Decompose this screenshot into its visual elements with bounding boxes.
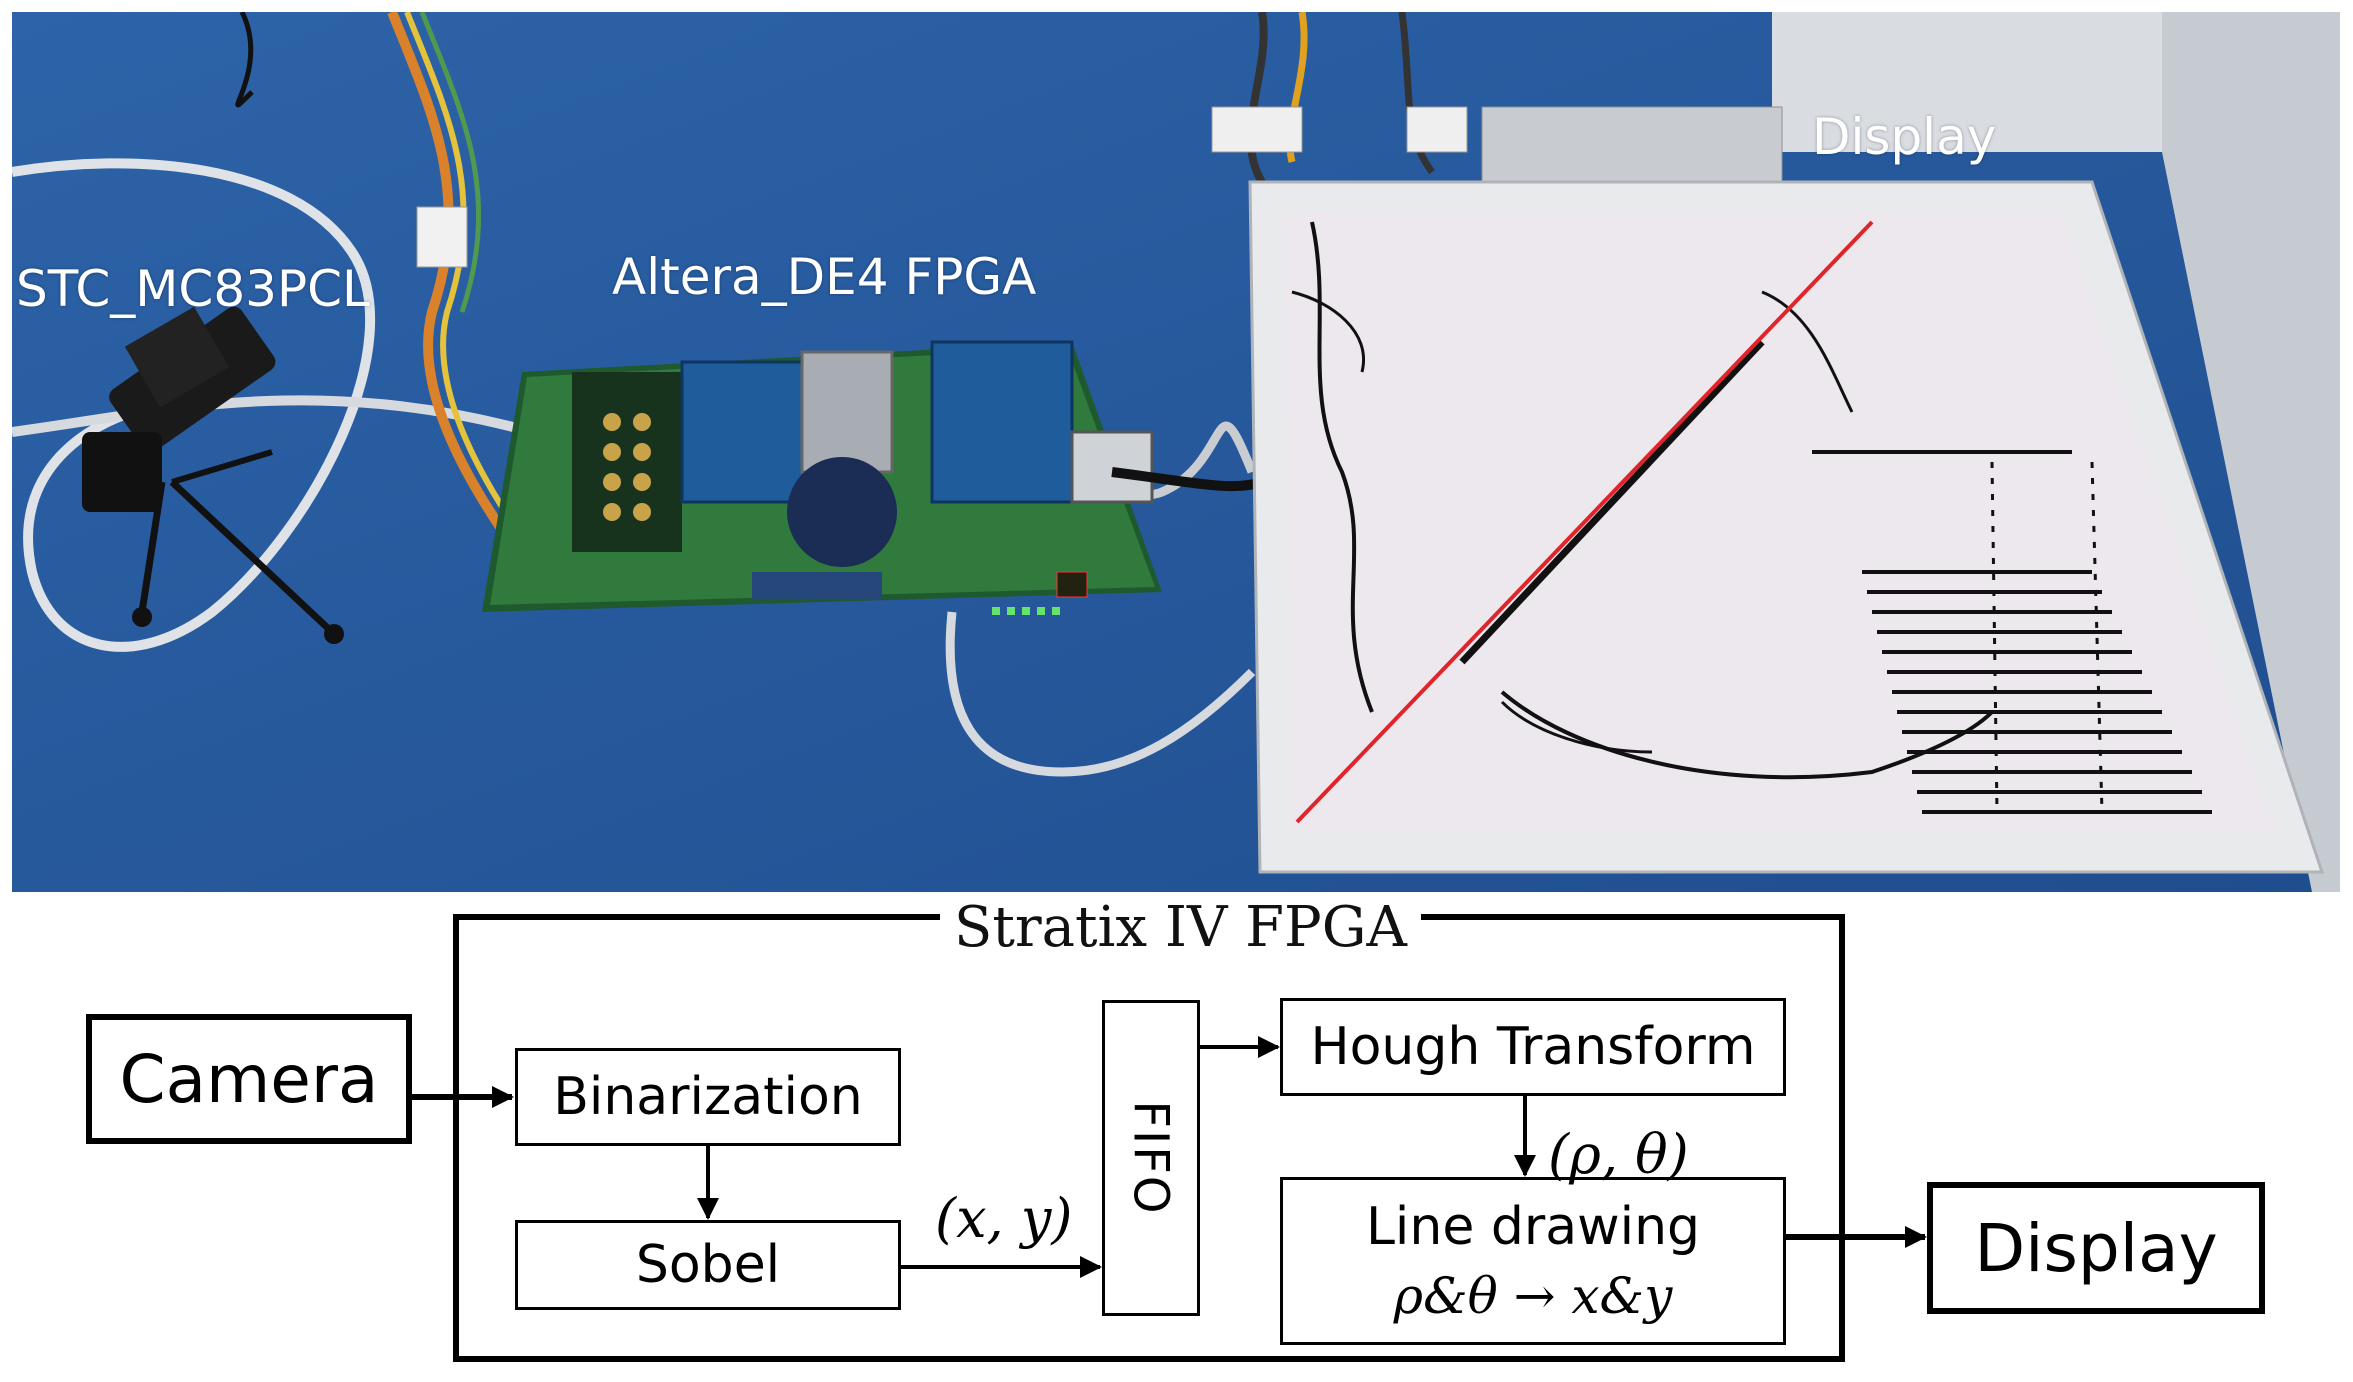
- xy-label: (x, y): [935, 1187, 1073, 1250]
- hatch-lines: [1862, 570, 2212, 814]
- board-label: Altera_DE4 FPGA: [612, 248, 1037, 306]
- hough-transform-box: Hough Transform: [1280, 998, 1786, 1096]
- hardware-photo-illustration: [12, 12, 2340, 892]
- camera-box: Camera: [86, 1014, 412, 1144]
- ribbon-cable: [387, 12, 537, 575]
- diagram-arrows: [412, 1036, 1927, 1278]
- power-supply: [1481, 106, 1783, 188]
- rho-theta-label: (ρ, θ): [1548, 1123, 1689, 1186]
- fan: [787, 457, 897, 567]
- fpga-title: Stratix IV FPGA: [940, 900, 1421, 956]
- display-photo-label: Display: [1812, 108, 1997, 166]
- line-drawing-formula: ρ&θ → x&y: [1393, 1267, 1673, 1325]
- fpga-board: [482, 340, 1264, 615]
- hardware-photo: STC_MC83PCL Altera_DE4 FPGA Display: [12, 12, 2340, 892]
- daughter-card-2: [930, 340, 1074, 504]
- line-drawing-label: Line drawing: [1365, 1197, 1701, 1257]
- display-monitor: [1248, 180, 2325, 874]
- line-drawing-box: Line drawing ρ&θ → x&y: [1280, 1177, 1786, 1345]
- sobel-box: Sobel: [515, 1220, 901, 1310]
- binarization-box: Binarization: [515, 1048, 901, 1146]
- display-box: Display: [1927, 1182, 2265, 1314]
- camera-model-label: STC_MC83PCL: [16, 260, 370, 318]
- camera-device: [82, 306, 344, 644]
- usb-cable: [945, 611, 1256, 777]
- hough-red-line: [1295, 220, 1874, 824]
- detected-edge-line: [1459, 339, 1765, 665]
- fifo-box: FIFO: [1102, 1000, 1200, 1316]
- block-diagram: Stratix IV FPGA Camera Binarization Sobe…: [0, 892, 2353, 1382]
